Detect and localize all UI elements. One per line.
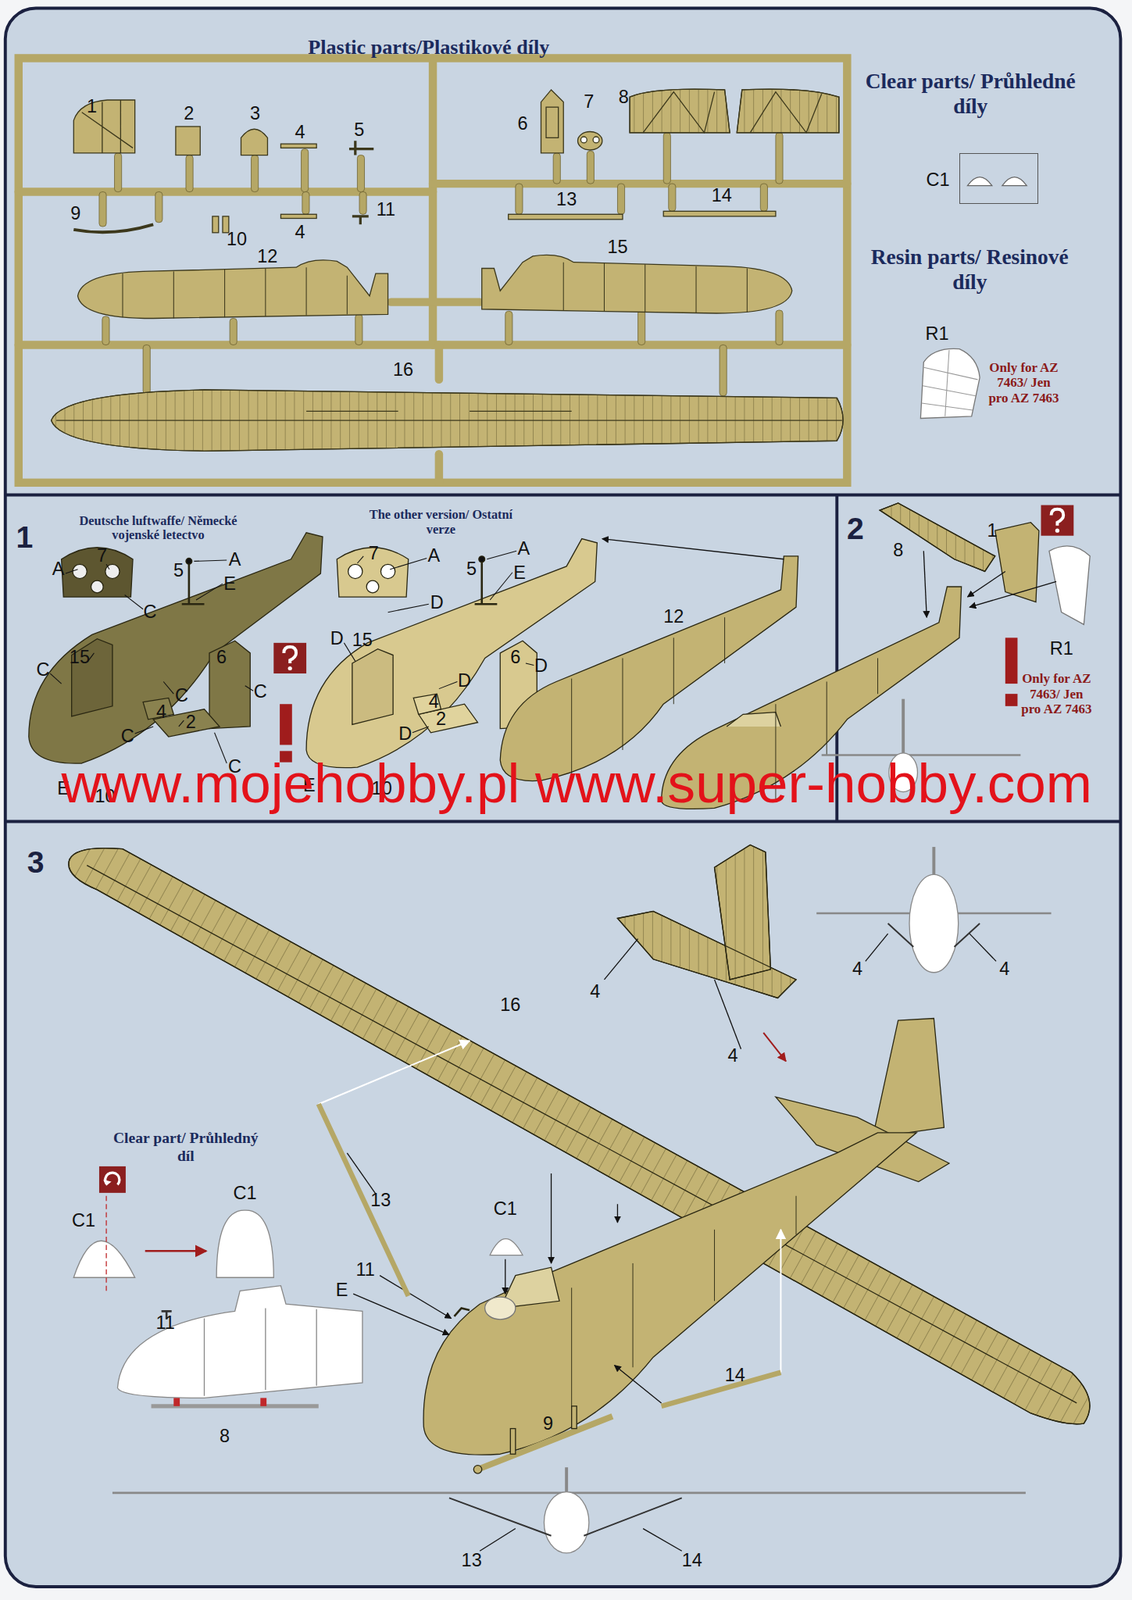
callout-number: 14 bbox=[711, 185, 733, 207]
callout-number: 15 bbox=[69, 647, 90, 669]
callout-number: 11 bbox=[155, 1313, 175, 1335]
callout-number: E bbox=[223, 574, 236, 596]
callout-number: C bbox=[174, 685, 189, 707]
callout-number: 16 bbox=[392, 360, 414, 382]
callout-number: 4 bbox=[852, 958, 863, 980]
callout-number: 2 bbox=[185, 711, 197, 733]
watermark: www.mojehobby.pl www.super-hobby.com bbox=[60, 751, 1093, 816]
callout-number: E bbox=[335, 1280, 349, 1302]
callout-number: 5 bbox=[466, 558, 477, 580]
section-heading: Plastic parts/Plastikové díly bbox=[307, 35, 550, 60]
callout-number: 3 bbox=[249, 103, 261, 125]
callout-number: 6 bbox=[216, 647, 227, 669]
callout-number: 8 bbox=[219, 1426, 230, 1448]
callout-number: 13 bbox=[461, 1550, 483, 1572]
callout-number: E bbox=[513, 563, 526, 585]
warning-note: Only for AZ 7463/ Jen pro AZ 7463 bbox=[988, 359, 1060, 406]
callout-number: 7 bbox=[583, 91, 594, 113]
section-heading: Deutsche luftwaffe/ Německé vojenské let… bbox=[56, 514, 261, 544]
callout-number: 4 bbox=[156, 701, 167, 723]
callout-number: 4 bbox=[295, 221, 306, 243]
section-heading: Clear part/ Průhledný díl bbox=[109, 1130, 263, 1166]
section-heading: The other version/ Ostatní verze bbox=[359, 507, 523, 538]
callout-number: 4 bbox=[728, 1045, 739, 1067]
callout-number: C1 bbox=[493, 1198, 518, 1220]
section-heading: Clear parts/ Průhledné díly bbox=[863, 70, 1078, 120]
callout-number: C bbox=[143, 601, 158, 623]
callout-number: 5 bbox=[173, 560, 184, 583]
callout-number: 8 bbox=[892, 540, 904, 562]
part-label: C1 bbox=[925, 169, 950, 191]
callout-number: 8 bbox=[618, 87, 629, 109]
callout-number: C1 bbox=[71, 1210, 96, 1232]
callout-number: D bbox=[430, 592, 444, 614]
callout-number: 6 bbox=[510, 647, 521, 669]
callout-number: D bbox=[398, 724, 412, 746]
callout-number: 13 bbox=[556, 189, 577, 211]
callout-number: 4 bbox=[999, 958, 1010, 980]
callout-number: 11 bbox=[376, 199, 396, 222]
warning-note: Only for AZ 7463/ Jen pro AZ 7463 bbox=[1021, 671, 1093, 718]
section-heading: Resin parts/ Resinové díly bbox=[862, 246, 1077, 296]
callout-number: R1 bbox=[1049, 638, 1074, 660]
callout-number: 2 bbox=[435, 708, 447, 730]
callout-number: A bbox=[52, 558, 65, 580]
step-number: 3 bbox=[27, 844, 45, 880]
step-number: 1 bbox=[15, 520, 33, 556]
callout-number: 1 bbox=[986, 521, 997, 543]
callout-number: D bbox=[534, 655, 548, 677]
callout-number: 5 bbox=[353, 120, 365, 142]
callout-number: 15 bbox=[352, 630, 373, 652]
callout-number: C bbox=[253, 681, 268, 703]
step-panel: 3 bbox=[5, 821, 1122, 1587]
callout-number: 13 bbox=[370, 1190, 391, 1212]
callout-number: 15 bbox=[607, 237, 628, 259]
callout-number: 12 bbox=[663, 607, 684, 629]
callout-number: 7 bbox=[96, 545, 108, 567]
callout-number: 4 bbox=[589, 981, 600, 1003]
callout-number: 12 bbox=[257, 246, 278, 268]
clear-parts-box: Clear parts/ Průhledné dílyC1 bbox=[959, 153, 1039, 204]
callout-number: A bbox=[228, 549, 242, 572]
step-number: 2 bbox=[846, 510, 865, 547]
callout-number: 1 bbox=[86, 96, 97, 118]
callout-number: 10 bbox=[226, 228, 247, 250]
callout-number: 14 bbox=[724, 1364, 746, 1386]
callout-number: A bbox=[517, 538, 530, 560]
callout-number: 4 bbox=[295, 121, 306, 143]
callout-number: 16 bbox=[499, 994, 521, 1016]
callout-number: 14 bbox=[682, 1550, 703, 1572]
callout-number: R1 bbox=[924, 324, 949, 346]
callout-number: D bbox=[330, 628, 344, 650]
callout-number: 2 bbox=[183, 103, 194, 125]
callout-number: 6 bbox=[517, 114, 528, 136]
callout-number: 9 bbox=[542, 1414, 554, 1436]
callout-number: D bbox=[457, 671, 472, 693]
callout-number: C bbox=[35, 660, 50, 682]
callout-number: 9 bbox=[70, 203, 81, 225]
callout-number: C bbox=[121, 726, 135, 748]
callout-number: A bbox=[427, 545, 440, 567]
callout-number: 11 bbox=[356, 1260, 375, 1282]
callout-number: C1 bbox=[233, 1183, 258, 1205]
callout-number: 7 bbox=[368, 543, 379, 565]
